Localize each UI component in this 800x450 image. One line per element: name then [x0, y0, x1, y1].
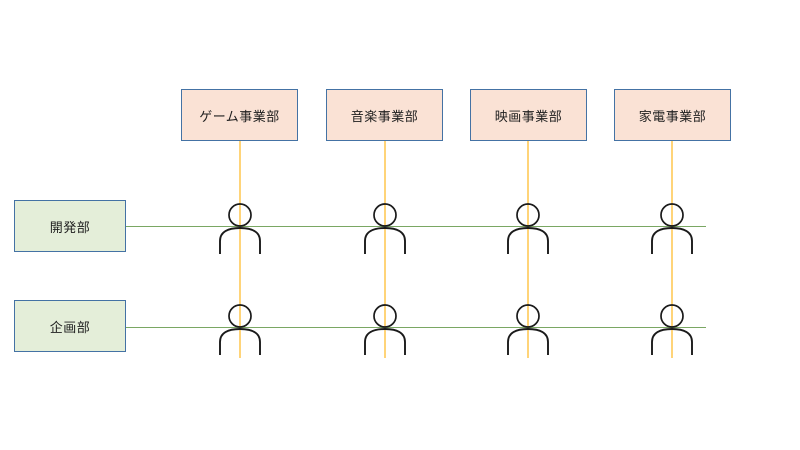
business-unit-label: 音楽事業部 — [350, 108, 419, 124]
unit-connector-line — [671, 141, 673, 358]
department-label: 企画部 — [49, 319, 91, 335]
department-connector-line — [126, 226, 706, 227]
department-label: 開発部 — [49, 219, 91, 235]
business-unit-label: ゲーム事業部 — [199, 108, 280, 124]
unit-connector-line — [527, 141, 529, 358]
business-unit-box[interactable]: 音楽事業部 — [326, 89, 443, 141]
unit-connector-line — [239, 141, 241, 358]
business-unit-label: 家電事業部 — [638, 108, 707, 124]
department-box[interactable]: 開発部 — [14, 200, 126, 252]
department-box[interactable]: 企画部 — [14, 300, 126, 352]
business-unit-box[interactable]: ゲーム事業部 — [181, 89, 298, 141]
unit-connector-line — [384, 141, 386, 358]
business-unit-box[interactable]: 家電事業部 — [614, 89, 731, 141]
business-unit-label: 映画事業部 — [494, 108, 563, 124]
department-connector-line — [126, 327, 706, 328]
business-unit-box[interactable]: 映画事業部 — [470, 89, 587, 141]
